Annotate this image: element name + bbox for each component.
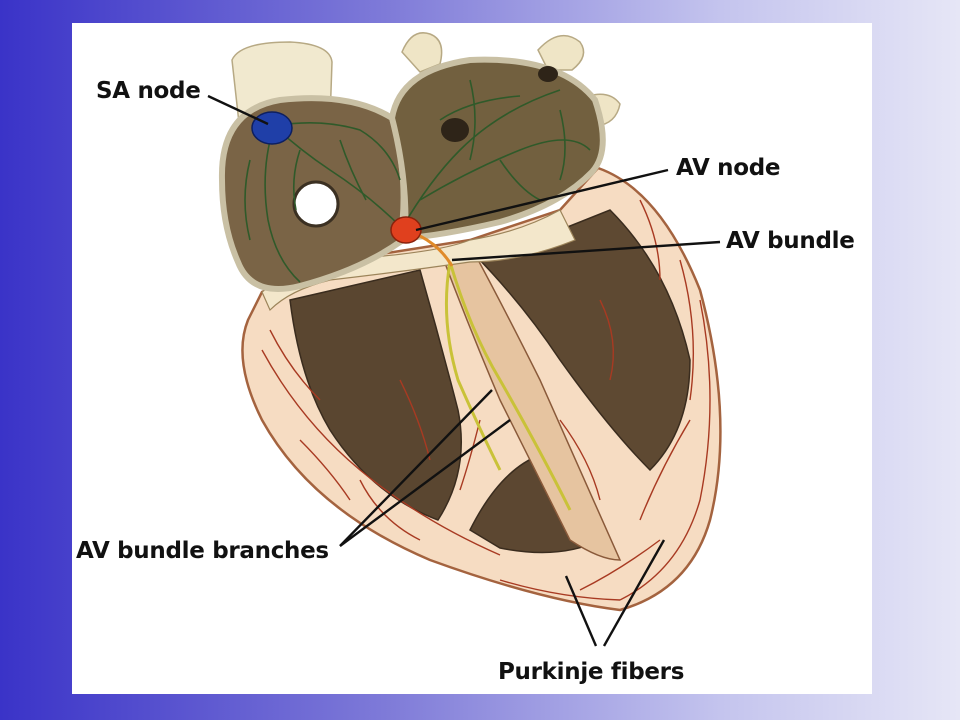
av-bundle-branch-fibers	[444, 261, 572, 511]
label-sa-node: SA node	[96, 78, 201, 104]
label-av-bundle-branches: AV bundle branches	[76, 538, 329, 564]
leader-lines	[207, 94, 721, 647]
atrial-opening	[441, 118, 469, 142]
atrial-conduction-fibers	[244, 79, 591, 283]
av-node-leader	[415, 168, 669, 232]
purkinje-leader-1	[564, 575, 598, 647]
av-bundle-leader	[451, 240, 721, 262]
pulmonary-vein-upper	[537, 34, 585, 71]
sa-node-leader	[207, 94, 269, 126]
av-bundle	[419, 234, 454, 267]
atrial-opening-small	[538, 66, 558, 82]
right-ventricle-chamber	[289, 269, 463, 521]
bundle-branch-leader-1	[339, 389, 493, 547]
bundle-branch-leader-2	[339, 419, 511, 547]
sa-node	[251, 111, 293, 145]
label-av-node: AV node	[676, 155, 781, 181]
purkinje-leader-2	[602, 539, 666, 647]
vena-cava-opening	[292, 180, 340, 228]
label-av-bundle: AV bundle	[726, 228, 855, 254]
aorta-stub	[401, 32, 443, 73]
interventricular-septum	[438, 244, 622, 561]
label-purkinje-fibers: Purkinje fibers	[498, 659, 685, 685]
